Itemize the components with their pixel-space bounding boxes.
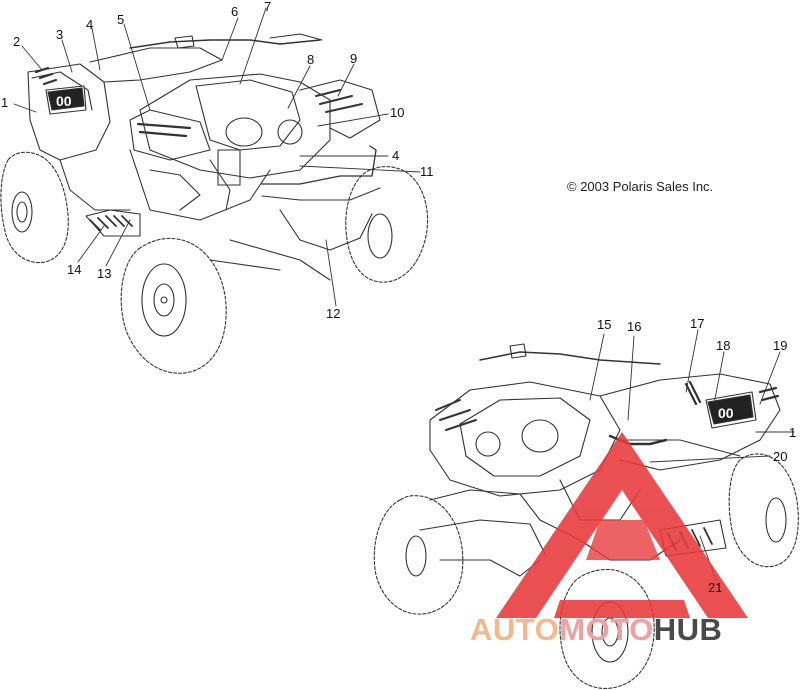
callout-13: 13 [97,266,112,281]
rear-left-wheel [0,151,69,264]
leader-lines [13,7,795,581]
callout-8: 8 [307,52,315,67]
callout-3: 3 [56,27,64,42]
callout-15: 15 [597,317,612,332]
callout-4-front: 4 [392,148,400,163]
front-right-wheel [345,166,429,283]
rear-right-wheel [728,453,799,568]
watermark-logo [496,432,748,618]
watermark-moto: MOTO [559,612,654,647]
callout-17: 17 [690,316,705,331]
watermark-text: AUTOMOTOHUB [470,612,722,648]
callout-21: 21 [708,580,723,595]
front-left-wheel-rear-view [373,495,464,615]
svg-text:00: 00 [56,93,72,109]
copyright-notice: © 2003 Polaris Sales Inc. [567,179,714,194]
callout-5: 5 [117,12,125,27]
callout-9: 9 [350,51,358,66]
watermark-auto: AUTO [470,612,560,647]
watermark-hub: HUB [653,612,723,647]
svg-text:00: 00 [718,405,734,421]
callout-12: 12 [326,306,341,321]
callout-4: 4 [86,17,94,32]
callout-7: 7 [264,0,272,14]
rear-plate-rear-view: 00 [705,391,757,429]
callout-11: 11 [420,164,434,179]
callout-16: 16 [627,319,642,334]
callout-18: 18 [716,338,731,353]
front-left-wheel [120,237,227,374]
callout-2: 2 [13,34,21,49]
atv-front-view: 00 [0,33,429,374]
callout-19: 19 [773,338,788,353]
callout-1: 1 [1,95,9,110]
callout-10: 10 [390,105,405,120]
callout-14: 14 [67,262,82,277]
callout-1-rear: 1 [789,425,797,440]
callout-20: 20 [773,449,788,464]
callout-6: 6 [231,4,239,19]
rear-plate: 00 [45,85,87,115]
